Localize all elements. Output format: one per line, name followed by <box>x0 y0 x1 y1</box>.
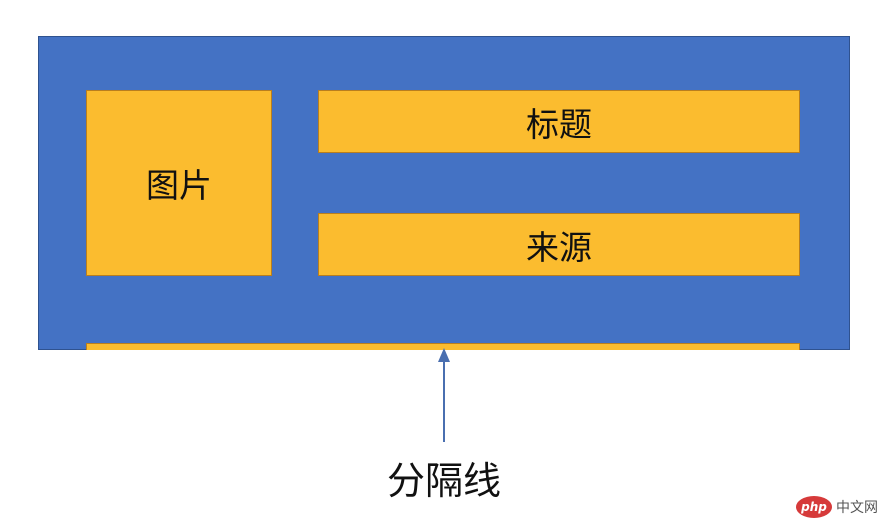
source-placeholder: 来源 <box>318 213 800 276</box>
php-logo-icon: php <box>796 496 832 518</box>
site-watermark: php 中文网 <box>796 496 878 518</box>
image-label: 图片 <box>146 166 212 205</box>
divider-line <box>86 343 800 350</box>
title-label: 标题 <box>526 104 592 144</box>
source-label: 来源 <box>526 227 592 267</box>
arrow-up-icon <box>438 348 450 442</box>
divider-caption: 分隔线 <box>386 459 501 503</box>
image-placeholder: 图片 <box>86 90 272 276</box>
watermark-site-name: 中文网 <box>836 500 878 516</box>
title-placeholder: 标题 <box>318 90 800 153</box>
